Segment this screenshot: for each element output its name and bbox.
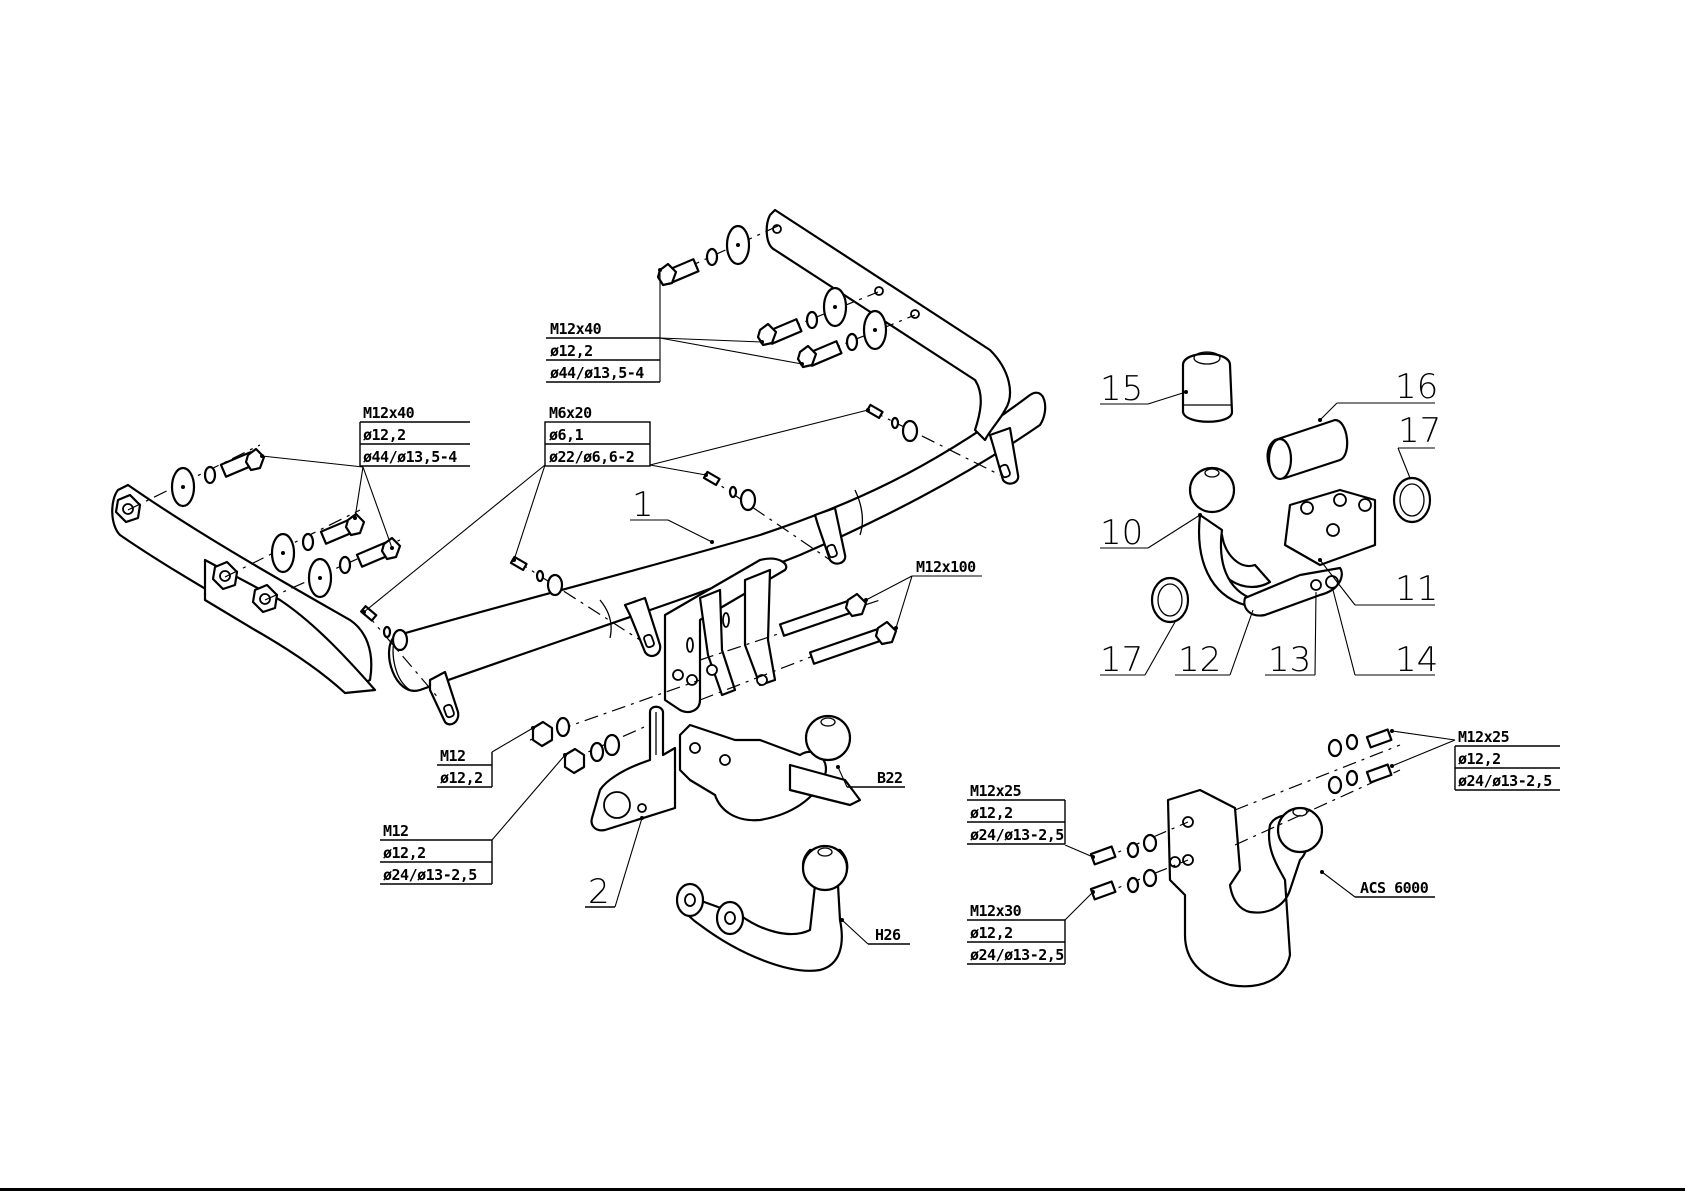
spec-table-m12x100: M12x100 [916,558,977,576]
part-number-14: 14 [1395,640,1438,680]
spec-nut: M12 [383,822,409,840]
spec-table-acs-right: M12x25 ø12,2 ø24/ø13-2,5 [1454,728,1560,791]
variant-labels: B22 H26 ACS 6000 [847,769,1435,945]
page-bottom-border [0,1188,1685,1191]
part-number-labels: 1 2 15 16 17 10 11 17 12 13 14 [585,367,1441,912]
spec-bolt: M12x40 [363,404,415,422]
towball-variant-h26 [675,844,849,972]
part-number-10: 10 [1100,513,1143,553]
towball-variant-acs-6000 [1089,728,1401,988]
spec-table-m6x20: M6x20 ø6,1 ø22/ø6,6-2 [544,404,651,467]
variant-label-h26: H26 [875,926,901,944]
part-number-17-left: 17 [1100,640,1143,680]
spec-bolt: M12x30 [970,902,1022,920]
spec-bolt: M12x100 [916,558,976,576]
spec-bolt: M12x25 [970,782,1022,800]
spec-washer: ø12,2 [970,804,1013,822]
spec-bolt: M12x40 [550,320,602,338]
spec-plate-washer: ø44/ø13,5-4 [550,364,644,382]
spec-washer: ø6,1 [549,426,584,444]
part-number-12: 12 [1178,640,1221,680]
fastener-group-top [656,224,916,369]
spec-table-m12-b: M12 ø12,2 ø24/ø13-2,5 [380,822,493,885]
spec-plate-washer: ø24/ø13-2,5 [970,826,1064,844]
spec-washer: ø12,2 [383,844,426,862]
spec-table-acs-left-lower: M12x30 ø12,2 ø24/ø13-2,5 [967,902,1066,965]
spec-bolt: M6x20 [549,404,592,422]
part-number-2: 2 [588,872,610,912]
spec-bolt: M12x25 [1458,728,1510,746]
spec-plate-washer: ø44/ø13,5-4 [363,448,457,466]
spec-table-acs-left-upper: M12x25 ø12,2 ø24/ø13-2,5 [967,782,1066,845]
variant-label-acs-6000: ACS 6000 [1360,879,1429,897]
towball-variant-b22 [678,714,862,822]
spec-plate-washer: ø24/ø13-2,5 [383,866,477,884]
spec-plate-washer: ø22/ø6,6-2 [549,448,634,466]
fastener-group-left [127,444,402,601]
spec-washer: ø12,2 [970,924,1013,942]
spec-table-m12-a: M12 ø12,2 [437,747,493,788]
part-number-1: 1 [632,485,654,525]
key-part-14 [1325,575,1339,589]
spec-washer: ø12,2 [363,426,406,444]
detachable-kit [1150,351,1432,624]
spec-washer: ø12,2 [550,342,593,360]
part-number-15: 15 [1100,369,1143,409]
part-number-16: 16 [1395,367,1438,407]
crossbar-part-1 [111,208,1047,726]
spec-table-top-m12x40: M12x40 ø12,2 ø44/ø13,5-4 [546,320,660,383]
part-number-17-right: 17 [1398,411,1441,451]
spec-washer: ø12,2 [1458,750,1501,768]
spec-nut: M12 [440,747,466,765]
spec-table-left-m12x40: M12x40 ø12,2 ø44/ø13,5-4 [359,404,470,467]
spec-washer: ø12,2 [440,769,483,787]
spec-plate-washer: ø24/ø13-2,5 [1458,772,1552,790]
socket-bracket-part-2 [590,705,677,832]
towball-part-10 [1188,466,1236,514]
leader-lines [260,268,1456,945]
part-number-13: 13 [1268,640,1311,680]
fastener-group-m12x100 [529,592,898,775]
spec-plate-washer: ø24/ø13-2,5 [970,946,1064,964]
variant-label-b22: B22 [877,769,903,787]
part-number-11: 11 [1395,569,1438,609]
lock-part-13 [1310,579,1322,591]
